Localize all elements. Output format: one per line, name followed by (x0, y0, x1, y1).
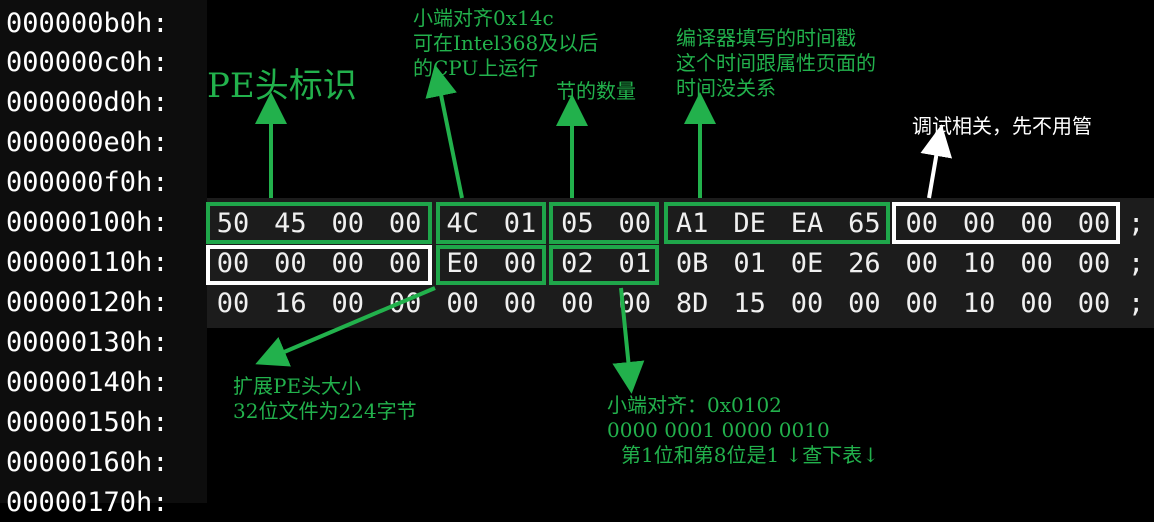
machine-box (436, 202, 546, 244)
hex-byte: 00 (503, 248, 537, 279)
hex-byte: 00 (388, 248, 422, 279)
debug-note: 调试相关，先不用管 (912, 114, 1092, 138)
hex-byte: 00 (848, 288, 881, 319)
hex-byte: 00 (1020, 288, 1053, 319)
characteristics-note: 小端对齐：0x0102 0000 0001 0000 0010 第1位和第8位是… (607, 393, 879, 468)
hex-byte: 0B (675, 248, 709, 279)
timestamp-note: 编译器填写的时间戳 这个时间跟属性页面的 时间没关系 (676, 26, 876, 101)
row-terminator: ; (1128, 208, 1145, 239)
hex-byte: 00 (1077, 248, 1111, 279)
hex-byte: 05 (561, 208, 594, 239)
offset-label: 000000f0h: (6, 167, 169, 198)
hex-row: 00 00 00 00 E0 00 02 01 0B 01 0E 26 00 10 00 00 (207, 244, 1147, 284)
hex-byte: 00 (1020, 208, 1053, 239)
offset-gutter (0, 0, 207, 503)
hex-byte: 26 (848, 248, 881, 279)
pe-signature-note: PE头标识 (207, 66, 357, 106)
hex-byte: 00 (790, 288, 824, 319)
hex-byte: 00 (331, 208, 365, 239)
note-line: 可在Intel368及以后 (413, 31, 599, 55)
hex-row: 50 45 00 00 4C 01 05 00 A1 DE EA 65 00 00 00 00 (207, 204, 1147, 244)
hex-byte: EA (790, 208, 824, 239)
offset-label: 00000160h: (6, 447, 169, 478)
characteristics-box (549, 245, 659, 285)
offset-label: 000000e0h: (6, 127, 169, 158)
row-terminator: ; (1128, 248, 1145, 279)
arrow-machine (425, 64, 464, 199)
note-line: 0000 0001 0000 0010 (607, 418, 830, 442)
hex-byte: 00 (905, 288, 939, 319)
hex-byte: A1 (675, 208, 709, 239)
note-line: 32位文件为224字节 (233, 399, 417, 423)
debug-box-2 (206, 245, 432, 285)
hex-byte: 16 (274, 288, 307, 319)
timestamp-box (664, 202, 890, 244)
hex-byte: 65 (848, 208, 881, 239)
machine-note: 小端对齐0x14c 可在Intel368及以后 的CPU上运行 (413, 6, 598, 81)
hex-byte: 01 (618, 248, 652, 279)
hex-highlight-band (207, 198, 1154, 328)
hex-byte: 00 (446, 288, 479, 319)
optional-header-size-note: 扩展PE头大小 32位文件为224字节 (233, 374, 417, 424)
note-line: 小端对齐：0x0102 (607, 393, 782, 417)
hex-byte: 8D (675, 288, 709, 319)
offset-label: 00000130h: (6, 327, 169, 358)
hex-byte: 00 (216, 288, 250, 319)
hex-byte: 02 (561, 248, 594, 279)
offset-label: 000000d0h: (6, 87, 169, 118)
hex-byte: DE (733, 208, 766, 239)
debug-box (892, 202, 1120, 244)
offset-label: 00000120h: (6, 287, 169, 318)
arrow-characteristics (612, 287, 645, 394)
hex-byte: 00 (905, 248, 939, 279)
arrow-optional-header-size (255, 286, 436, 367)
section-count-box (549, 202, 659, 244)
hex-byte: 00 (1020, 248, 1053, 279)
hex-byte: 00 (962, 208, 996, 239)
offset-label: 00000150h: (6, 407, 169, 438)
hex-byte: 0E (790, 248, 824, 279)
hex-byte: 45 (274, 208, 307, 239)
pe-signature-box (206, 202, 432, 244)
hex-byte: 10 (962, 288, 996, 319)
hex-byte: 15 (733, 288, 766, 319)
offset-label: 00000140h: (6, 367, 169, 398)
note-line: 第1位和第8位是1 ↓查下表↓ (621, 443, 880, 467)
hex-byte: 00 (618, 208, 652, 239)
hex-byte: 00 (905, 208, 939, 239)
hex-byte: 00 (331, 248, 365, 279)
annotation-arrows (255, 64, 953, 394)
section-count-note: 节的数量 (556, 79, 636, 103)
note-line: 这个时间跟属性页面的 (676, 51, 876, 75)
hex-byte: 4C (446, 208, 479, 239)
hex-byte: 10 (962, 248, 996, 279)
arrow-debug (920, 124, 953, 199)
hex-byte: 01 (503, 208, 537, 239)
offset-label: 000000b0h: (6, 8, 169, 39)
note-line: 的CPU上运行 (413, 56, 539, 80)
hex-byte: 00 (331, 288, 365, 319)
hex-byte: 00 (274, 248, 307, 279)
hex-byte: 00 (561, 288, 594, 319)
hex-byte: 00 (503, 288, 537, 319)
offset-label: 00000110h: (6, 247, 169, 278)
hex-byte: E0 (446, 248, 479, 279)
row-terminator: ; (1128, 288, 1145, 319)
hex-byte: 00 (216, 248, 250, 279)
hex-byte: 00 (388, 208, 422, 239)
hex-byte: 50 (216, 208, 250, 239)
offset-label: 000000c0h: (6, 47, 169, 78)
note-line: 编译器填写的时间戳 (676, 26, 856, 50)
hex-byte: 01 (733, 248, 766, 279)
note-line: 扩展PE头大小 (233, 374, 362, 398)
hex-byte: 00 (1077, 208, 1111, 239)
offset-label: 00000100h: (6, 207, 169, 238)
note-line: 时间没关系 (676, 76, 776, 100)
hex-byte: 00 (1077, 288, 1111, 319)
note-line: 小端对齐0x14c (413, 6, 554, 30)
optional-header-size-box (436, 245, 546, 285)
